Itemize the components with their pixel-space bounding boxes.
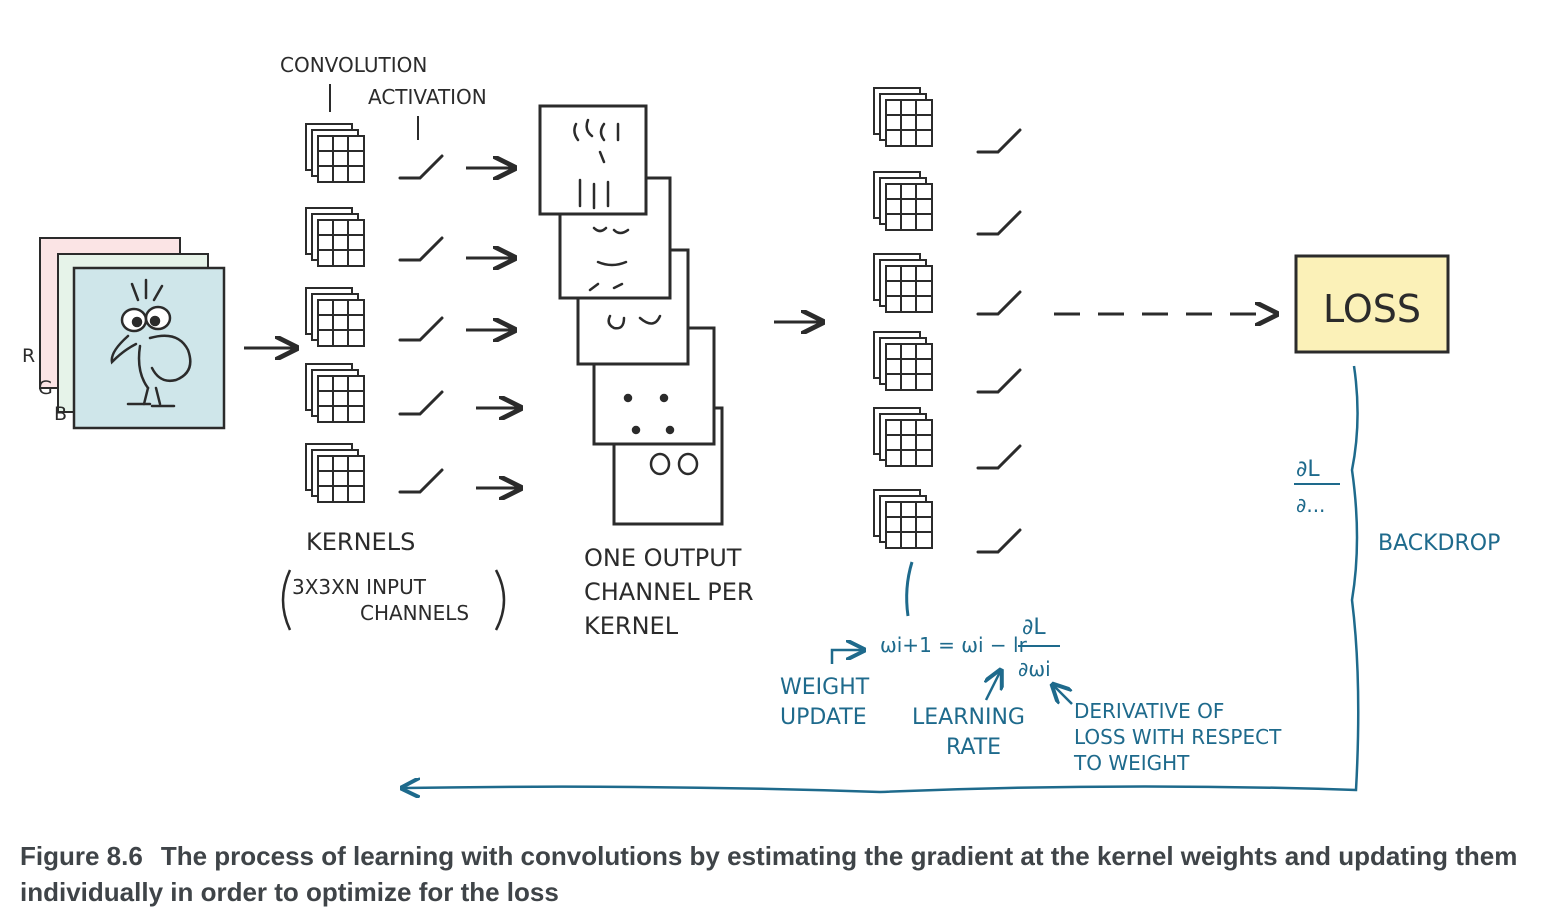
kernel-icon	[305, 287, 365, 347]
kernels-paren-left	[281, 569, 292, 631]
input-image-stack: R G B	[22, 237, 226, 430]
backdrop-label: BACKDROP	[1378, 531, 1500, 556]
kernel-icon	[305, 443, 365, 503]
relu-activation-icon	[976, 528, 1022, 554]
formula-denominator: ∂ωi	[1018, 657, 1051, 681]
kernel-icon	[873, 489, 933, 549]
loss-label: LOSS	[1323, 287, 1421, 331]
channel-r-label: R	[22, 345, 35, 367]
figure-number: Figure 8.6	[20, 841, 143, 871]
kernel-icon	[305, 123, 365, 183]
kernel-icon	[305, 207, 365, 267]
kernels-paren-right	[494, 569, 506, 631]
loss-box	[1294, 254, 1450, 354]
kernel-icon	[305, 363, 365, 423]
weight-update-label-1: WEIGHT	[780, 675, 870, 700]
kernel-icon	[873, 331, 933, 391]
output-label-2: CHANNEL PER	[584, 578, 754, 606]
gradient-numerator: ∂L	[1296, 457, 1320, 482]
convolution-label: CONVOLUTION	[280, 53, 427, 77]
bird-drawing	[110, 278, 192, 408]
kernels-sub-label-2: CHANNELS	[360, 601, 469, 625]
channel-g-label: G	[38, 377, 53, 399]
kernels-sub-label-1: 3X3XN INPUT	[292, 575, 427, 599]
output-channels	[538, 104, 724, 526]
formula-numerator: ∂L	[1022, 615, 1046, 640]
relu-activation-icon	[976, 128, 1022, 154]
gradient-denominator: ∂...	[1296, 493, 1325, 517]
output-map	[538, 104, 648, 216]
derivative-label-2: LOSS WITH RESPECT	[1074, 725, 1282, 749]
figure-caption-text: The process of learning with convolution…	[20, 841, 1518, 907]
second-layer-kernels	[873, 87, 1022, 554]
activation-label: ACTIVATION	[368, 85, 487, 109]
derivative-label-1: DERIVATIVE OF	[1074, 699, 1224, 723]
derivative-arrow	[1054, 686, 1073, 705]
kernel-to-formula-line	[905, 561, 914, 617]
update-formula: ωi+1 = ωi − lr	[880, 633, 1028, 657]
learning-rate-arrow	[986, 672, 1000, 701]
learning-rate-label-2: RATE	[946, 735, 1001, 760]
kernel-icon	[873, 253, 933, 313]
weight-update-arrow	[830, 650, 862, 664]
relu-activation-icon	[398, 468, 444, 494]
weight-update-label-2: UPDATE	[780, 705, 867, 730]
relu-activation-icon	[976, 210, 1022, 236]
backprop-line	[404, 365, 1360, 792]
output-label-3: KERNEL	[584, 612, 679, 640]
channel-b-label: B	[54, 403, 67, 425]
learning-rate-label-1: LEARNING	[912, 705, 1025, 730]
relu-activation-icon	[976, 368, 1022, 394]
relu-activation-icon	[976, 444, 1022, 470]
kernel-icon	[873, 87, 933, 147]
relu-activation-icon	[398, 390, 444, 416]
kernels-label: KERNELS	[306, 528, 415, 556]
relu-activation-icon	[398, 316, 444, 342]
output-label-1: ONE OUTPUT	[584, 544, 742, 572]
kernel-icon	[873, 407, 933, 467]
relu-activation-icon	[398, 236, 444, 262]
derivative-label-3: TO WEIGHT	[1073, 751, 1190, 775]
kernel-icon	[873, 171, 933, 231]
feature-marks	[573, 118, 699, 476]
relu-activation-icon	[398, 154, 444, 180]
relu-activation-icon	[976, 290, 1022, 316]
channel-b-frame	[72, 266, 226, 430]
kernels-column	[305, 123, 518, 503]
